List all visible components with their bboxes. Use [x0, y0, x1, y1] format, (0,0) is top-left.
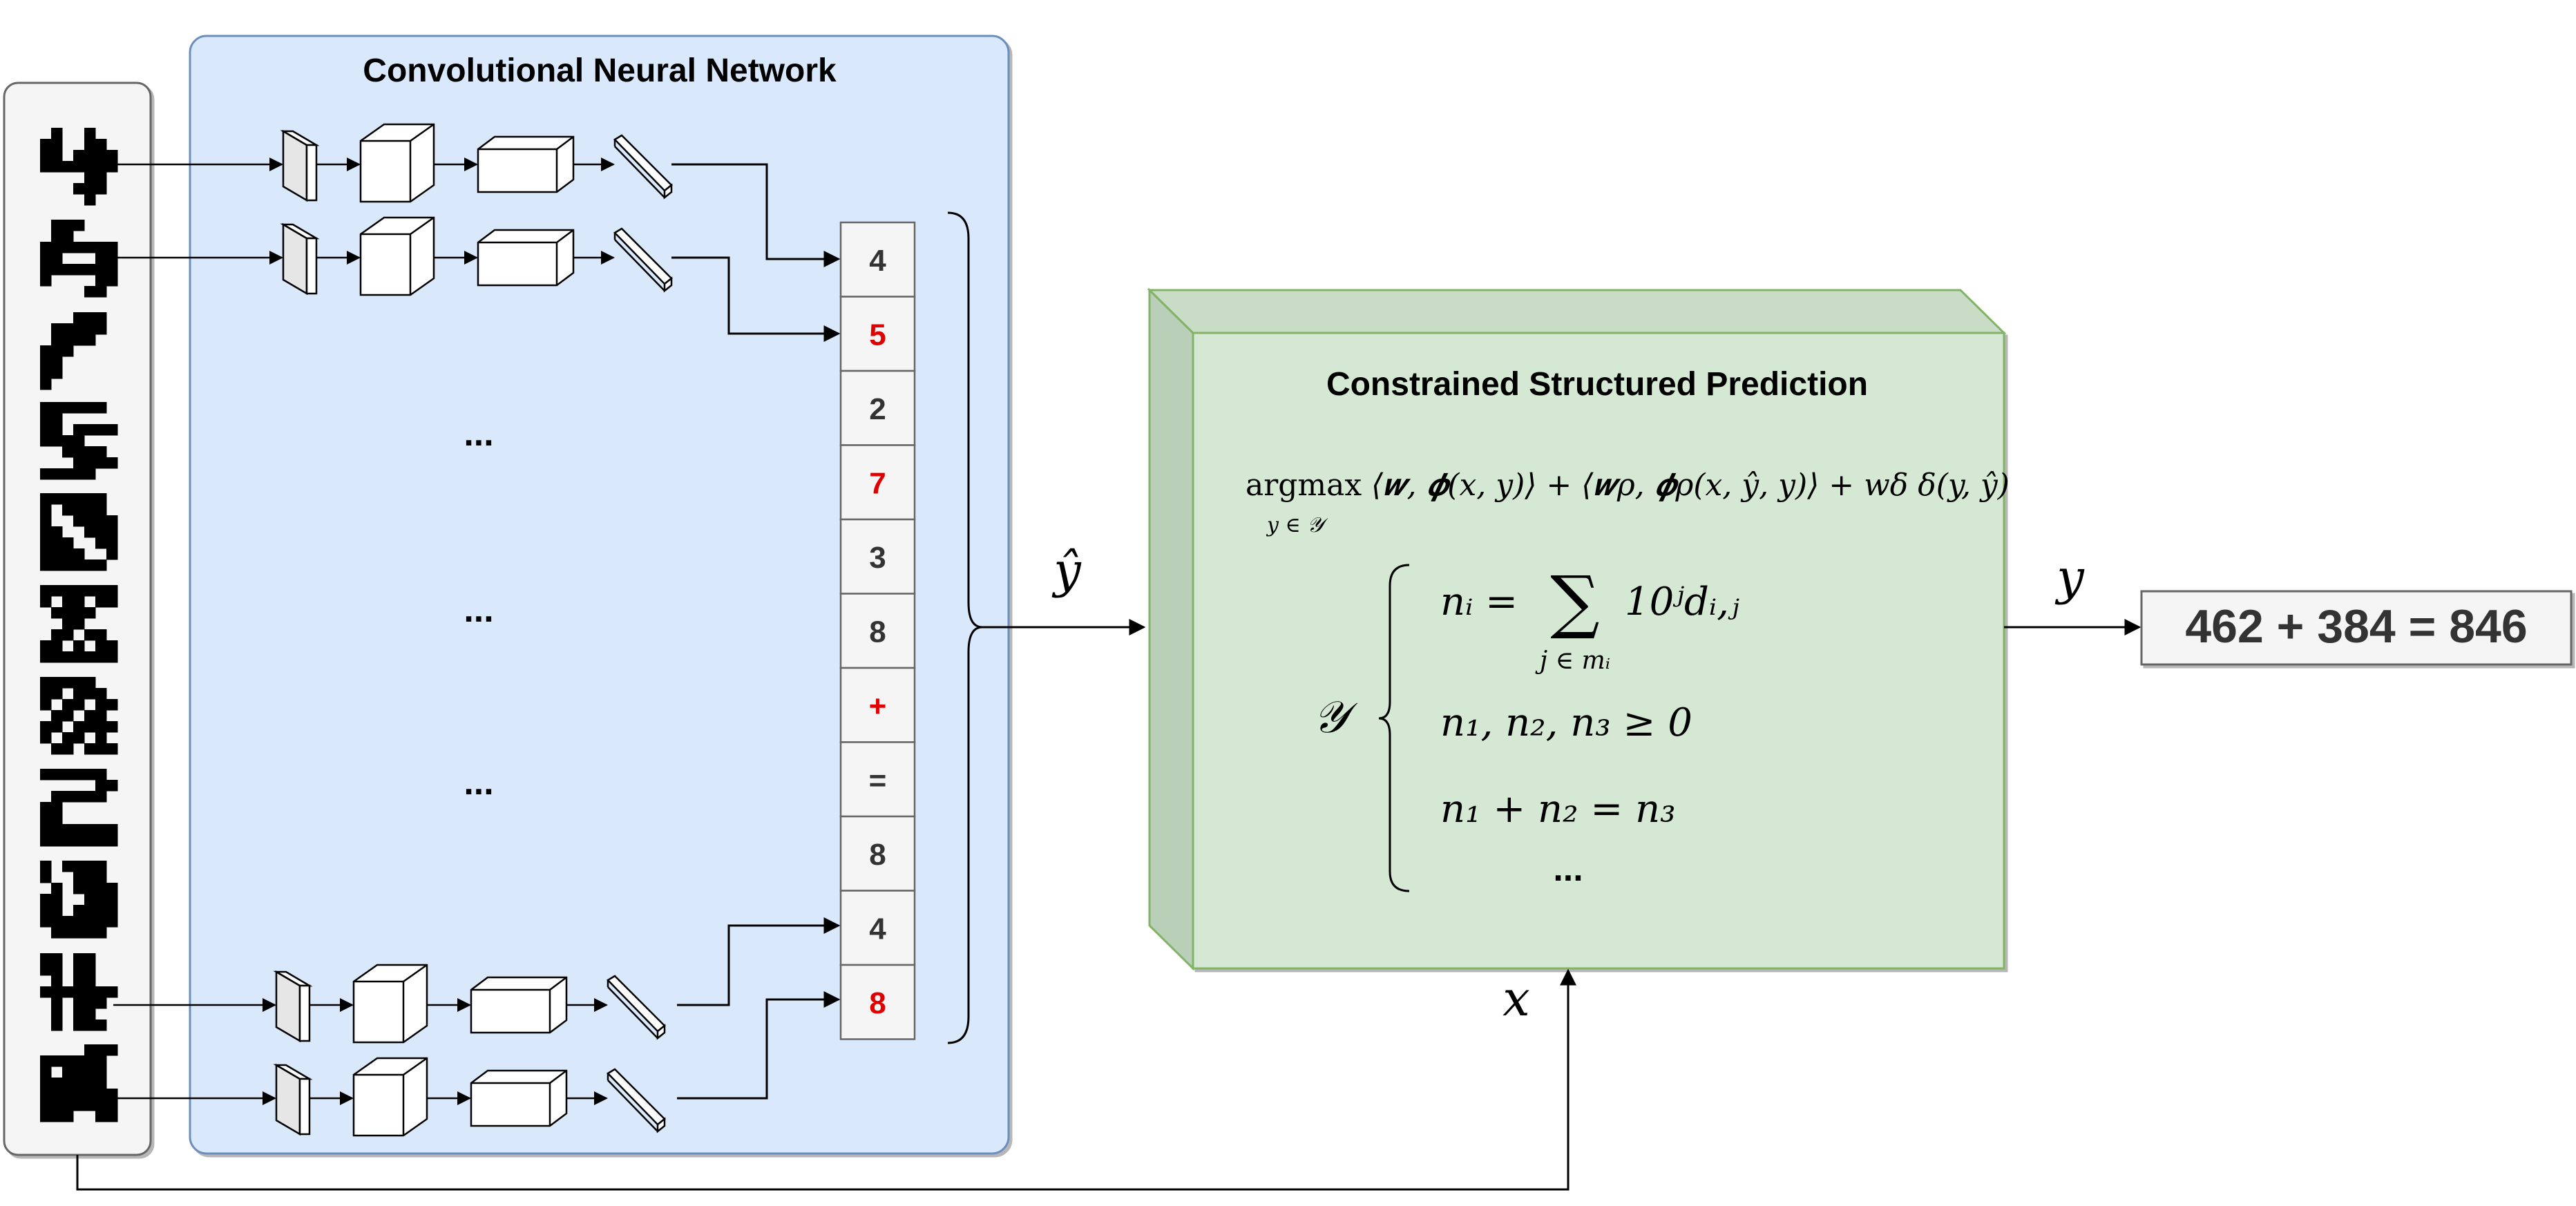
cnn-ellipsis-2: ...	[464, 590, 493, 630]
cnn-title: Convolutional Neural Network	[363, 52, 837, 89]
cnn-ellipsis-1: ...	[464, 414, 493, 454]
sequence-symbol: 3	[869, 541, 886, 575]
x-label: x	[1502, 970, 1529, 1027]
digit-image	[40, 585, 118, 663]
sequence-cell: 8	[839, 593, 916, 669]
csp-box: Constrained Structured Prediction argmax…	[1147, 287, 2010, 971]
argmax-subscript: y ∈ 𝒴	[1266, 513, 1328, 537]
argmax-operator: argmax	[1246, 468, 1362, 503]
digit-image	[40, 312, 107, 390]
sequence-cell: =	[839, 741, 916, 818]
sequence-cell: 4	[839, 221, 916, 298]
cnn-pipeline	[113, 964, 666, 1044]
result-equation: 462 + 384 = 846	[2185, 600, 2527, 653]
csp-title: Constrained Structured Prediction	[1326, 366, 1868, 403]
sequence-cell: 4	[839, 890, 916, 966]
prediction-sequence: 4 5 2 7 3 8 + = 8 4 8	[839, 221, 916, 1040]
constraint-addition: n₁ + n₂ = n₃	[1440, 787, 1676, 832]
digit-image	[40, 861, 118, 939]
sequence-symbol: 5	[869, 318, 886, 352]
y-hat-label: ŷ	[1051, 542, 1082, 599]
sequence-cell: 5	[839, 296, 916, 372]
result-box: 462 + 384 = 846	[2140, 590, 2573, 666]
cnn-pipeline	[113, 216, 673, 296]
constraint-sum-symbol: ∑	[1550, 561, 1599, 642]
cnn-pipelines	[113, 123, 673, 1137]
sequence-cell: 8	[839, 964, 916, 1040]
sequence-cell: 3	[839, 518, 916, 595]
cnn-ellipsis-3: ...	[464, 763, 493, 803]
cnn-output-connectors	[671, 163, 841, 1100]
sequence-symbol: 8	[869, 615, 886, 649]
sequence-symbol: 4	[869, 244, 886, 278]
constraint-nonnegativity: n₁, n₂, n₃ ≥ 0	[1440, 700, 1692, 745]
digit-image	[40, 1044, 118, 1122]
objective-expression: ⟨𝒘, 𝝓(x, y)⟩ + ⟨𝒘ρ, 𝝓ρ(x, ŷ, y)⟩ + wδ δ(…	[1371, 468, 2010, 503]
digit-image-strip	[40, 128, 118, 1122]
sequence-symbol: 4	[869, 912, 886, 946]
digit-image	[40, 128, 118, 206]
x-arrow	[76, 968, 1576, 1191]
sequence-symbol: 8	[869, 986, 886, 1020]
digit-image	[40, 677, 118, 755]
cnn-panel: Convolutional Neural Network ... ... ...	[113, 35, 1010, 1155]
constraints-brace	[1378, 564, 1410, 892]
cnn-pipeline	[113, 1057, 666, 1137]
sequence-symbol: 2	[869, 392, 886, 426]
constraint-ellipsis: ...	[1553, 849, 1583, 889]
sequence-cell: 7	[839, 444, 916, 521]
constraint-sum-index: j ∈ mᵢ	[1535, 647, 1610, 675]
digit-image	[40, 402, 118, 480]
sequence-cell: +	[839, 667, 916, 743]
y-label: y	[2054, 549, 2085, 606]
constraint-sum-rhs: 10ʲdᵢ,ⱼ	[1625, 580, 1739, 624]
constraint-sum-lhs: nᵢ =	[1440, 580, 1518, 624]
sequence-symbol: =	[869, 763, 887, 797]
sequence-symbol: 8	[869, 838, 886, 872]
digit-image	[40, 220, 118, 298]
digit-image	[40, 953, 118, 1031]
sequence-cell: 8	[839, 815, 916, 892]
input-panel	[3, 82, 152, 1156]
sequence-symbol: +	[869, 689, 887, 723]
cnn-pipeline	[113, 123, 673, 203]
sequence-cell: 2	[839, 370, 916, 446]
sequence-symbol: 7	[869, 466, 886, 500]
digit-image	[40, 769, 118, 847]
digit-image	[40, 493, 118, 571]
